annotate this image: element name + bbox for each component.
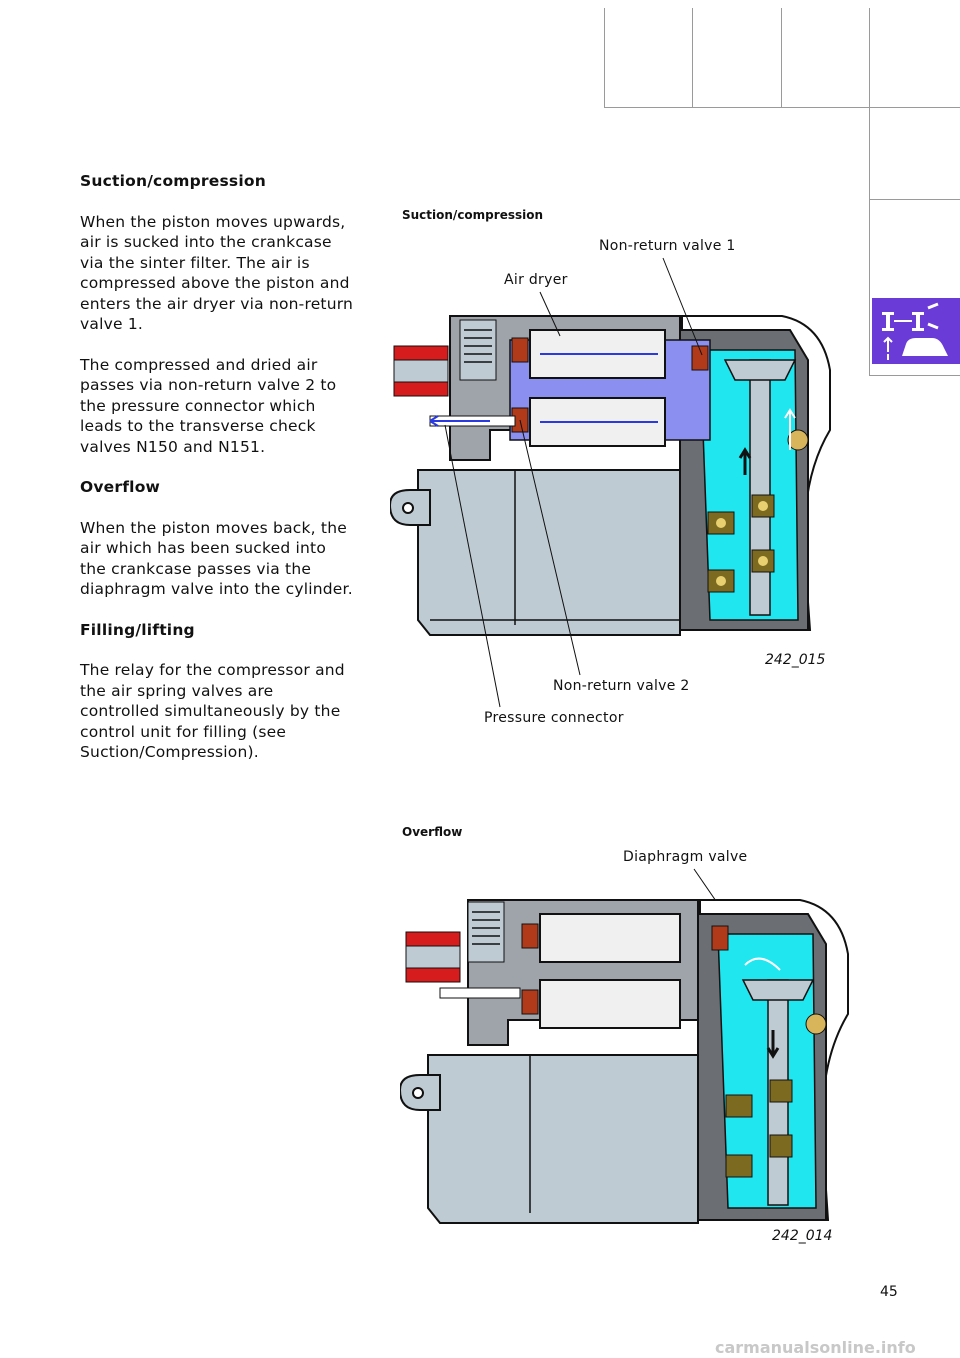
para-filling: The relay for the compressor and the air… bbox=[80, 661, 345, 761]
label-diaphragm-valve: Diaphragm valve bbox=[623, 849, 748, 865]
figure2-id: 242_014 bbox=[772, 1228, 833, 1244]
label-air-dryer: Air dryer bbox=[504, 272, 568, 288]
para-overflow: When the piston moves back, the air whic… bbox=[80, 518, 353, 599]
compressor-diagram-overflow bbox=[400, 899, 849, 1224]
figure2-caption: Overflow bbox=[402, 825, 463, 839]
watermark: carmanualsonline.info bbox=[715, 1338, 916, 1357]
para-compressed-air: The compressed and dried air passes via … bbox=[80, 355, 337, 456]
heading-filling: Filling/lifting bbox=[80, 620, 195, 639]
figure1-caption: Suction/compression bbox=[402, 208, 544, 222]
section-suction: Suction/compression When the piston move… bbox=[80, 171, 355, 763]
heading-overflow: Overflow bbox=[80, 478, 161, 496]
para-suction: When the piston moves upwards, air is su… bbox=[80, 212, 354, 334]
label-non-return-valve-2: Non-return valve 2 bbox=[553, 678, 690, 694]
page-number: 45 bbox=[880, 1284, 898, 1300]
label-non-return-valve-1: Non-return valve 1 bbox=[599, 238, 736, 254]
compressor-diagram-suction bbox=[390, 315, 831, 636]
label-pressure-connector: Pressure connector bbox=[484, 710, 624, 726]
suspension-icon bbox=[882, 302, 948, 360]
heading-suction: Suction/compression bbox=[80, 172, 266, 190]
chapter-badge[interactable] bbox=[872, 298, 960, 364]
figure1-id: 242_015 bbox=[765, 652, 826, 668]
